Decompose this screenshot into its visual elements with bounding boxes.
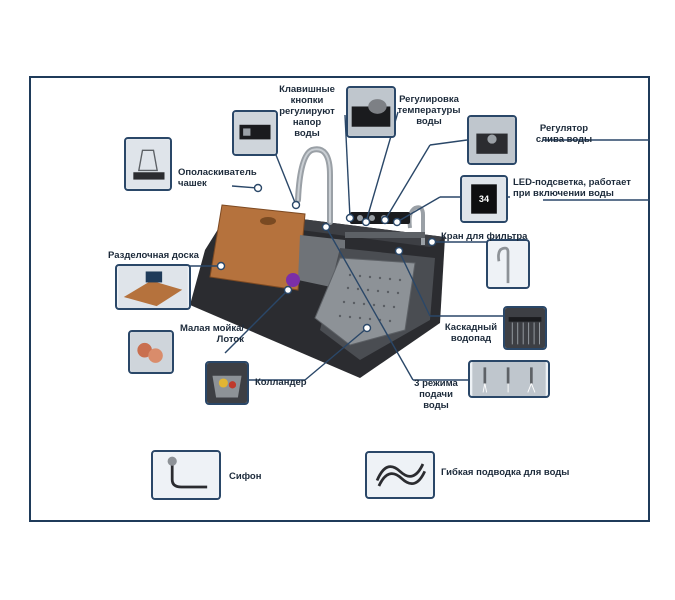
waterfall-image [503,306,547,350]
waterfall-line-2: водопад [450,333,492,344]
cup-rinser-line-2: чашек [178,178,207,189]
hose-line-1: Гибкая подводка для воды [441,467,570,478]
drain-regulator-line-2: слива воды [535,134,593,145]
modes-line-2: подачи воды [419,389,453,411]
led-line-1: LED-подсветка, работает [513,177,631,188]
small-sink-label: Малая мойка/ Лоток [160,323,244,345]
siphon-label: Сифон [229,471,261,482]
colander-label: Колландер [255,377,307,388]
led-label: LED-подсветка, работает при включении во… [513,177,631,199]
led-display-image: 34 [460,175,508,223]
small-sink-line-1: Малая мойка/ [179,323,244,334]
waterfall-label: Каскадный водопад [440,322,502,344]
drain-regulator-line-1: Регулятор [539,123,589,134]
cutting-board-image [115,264,191,310]
colander-image [205,361,249,405]
small-sink-image [128,330,174,374]
key-buttons-image [232,110,278,156]
hose-image [365,451,435,499]
diagram-frame [29,76,650,522]
cutting-board-line-1: Разделочная доска [108,250,199,261]
led-line-2: при включении воды [513,188,614,199]
water-modes-image [468,360,550,398]
key-buttons-line-3: регулируют [279,106,335,117]
modes-label: 3 режима подачи воды [406,378,466,411]
key-buttons-line-5: воды [294,128,320,139]
cutting-board-label: Разделочная доска [108,250,199,261]
cup-rinser-image [124,137,172,191]
temperature-line-2: температуры [397,105,461,116]
filter-tap-line-1: Кран для фильтра [441,231,528,242]
temperature-image [346,86,396,138]
drain-regulator-label: Регулятор слива воды [528,123,600,145]
temperature-line-1: Регулировка [399,94,459,105]
drain-regulator-image [467,115,517,165]
filter-tap-label: Кран для фильтра [441,231,527,242]
waterfall-line-1: Каскадный [444,322,498,333]
key-buttons-line-1: Клавишные [279,84,335,95]
filter-tap-image [486,239,530,289]
temperature-label: Регулировка температуры воды [396,94,462,127]
key-buttons-line-4: напор [292,117,322,128]
key-buttons-line-2: кнопки [290,95,324,106]
colander-line-1: Колландер [255,377,307,388]
siphon-line-1: Сифон [229,471,262,482]
siphon-image [151,450,221,500]
modes-line-1: 3 режима [414,378,458,389]
small-sink-line-2: Лоток [216,334,244,345]
temperature-line-3: воды [416,116,442,127]
led-display-readout: 34 [479,194,490,204]
key-buttons-label: Клавишные кнопки регулируют напор воды [272,84,342,139]
cup-rinser-line-1: Ополаскиватель [178,167,257,178]
hose-label: Гибкая подводка для воды [441,467,569,478]
cup-rinser-label: Ополаскиватель чашек [178,167,257,189]
